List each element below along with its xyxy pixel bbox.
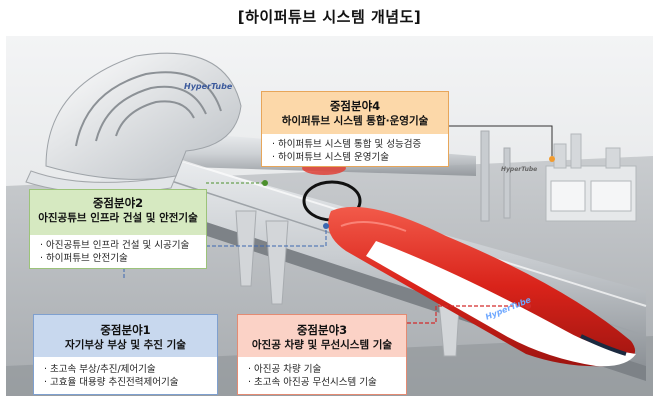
focus-area-3-heading: 중점분야3	[296, 323, 348, 337]
focus-area-1-header: 중점분야1 자기부상 부상 및 추진 기술	[34, 315, 217, 357]
focus-area-3-item: 초고속 아진공 무선시스템 기술	[248, 376, 398, 389]
focus-area-1-body: 초고속 부상/추진/제어기술 고효율 대용량 추진전력제어기술	[34, 357, 217, 394]
focus-area-4-header: 중점분야4 하이퍼튜브 시스템 통합·운영기술	[262, 92, 448, 134]
focus-area-3-item: 아진공 차량 기술	[248, 363, 398, 376]
focus-area-4-body: 하이퍼튜브 시스템 통합 및 성능검증 하이퍼튜브 시스템 운영기술	[262, 134, 448, 166]
focus-area-1-heading: 중점분야1	[100, 323, 151, 337]
focus-area-1-box: 중점분야1 자기부상 부상 및 추진 기술 초고속 부상/추진/제어기술 고효율…	[33, 314, 218, 395]
focus-area-4-heading: 중점분야4	[329, 99, 381, 113]
focus-area-2-subheading: 아진공튜브 인프라 건설 및 안전기술	[38, 212, 198, 224]
focus-area-2-item: 아진공튜브 인프라 건설 및 시공기술	[40, 239, 198, 252]
hypertube-vehicle	[328, 206, 636, 367]
focus-area-2-heading: 중점분야2	[92, 196, 144, 210]
focus-area-1-subheading: 자기부상 부상 및 추진 기술	[65, 339, 186, 351]
focus-area-1-item: 고효율 대용량 추진전력제어기술	[44, 376, 209, 389]
focus-area-4-subheading: 하이퍼튜브 시스템 통합·운영기술	[281, 115, 429, 127]
focus-area-4-item: 하이퍼튜브 시스템 운영기술	[272, 151, 440, 164]
focus-area-2-box: 중점분야2 아진공튜브 인프라 건설 및 안전기술 아진공튜브 인프라 건설 및…	[29, 189, 207, 269]
focus-area-1-item: 초고속 부상/추진/제어기술	[44, 363, 209, 376]
power-plant	[480, 130, 637, 222]
focus-area-2-body: 아진공튜브 인프라 건설 및 시공기술 하이퍼튜브 안전기술	[30, 235, 206, 268]
focus-area-4-box: 중점분야4 하이퍼튜브 시스템 통합·운영기술 하이퍼튜브 시스템 통합 및 성…	[261, 91, 449, 167]
station-logo: HyperTube	[184, 82, 233, 91]
diagram-title: [하이퍼튜브 시스템 개념도]	[237, 8, 422, 26]
focus-area-3-subheading: 아진공 차량 및 무선시스템 기술	[251, 339, 393, 351]
plant-logo: HyperTube	[501, 166, 538, 173]
focus-area-2-item: 하이퍼튜브 안전기술	[40, 252, 198, 265]
focus-area-3-box: 중점분야3 아진공 차량 및 무선시스템 기술 아진공 차량 기술 초고속 아진…	[237, 314, 407, 395]
focus-area-3-body: 아진공 차량 기술 초고속 아진공 무선시스템 기술	[238, 357, 406, 394]
focus-area-3-header: 중점분야3 아진공 차량 및 무선시스템 기술	[238, 315, 406, 357]
hypertube-station	[25, 52, 242, 194]
connector-lines	[123, 125, 555, 324]
focus-area-4-item: 하이퍼튜브 시스템 통합 및 성능검증	[272, 138, 440, 151]
hypertube-scene: HyperTube HyperTube HyperTube 중점분야4 하이퍼튜…	[6, 36, 653, 396]
focus-area-2-header: 중점분야2 아진공튜브 인프라 건설 및 안전기술	[30, 190, 206, 235]
